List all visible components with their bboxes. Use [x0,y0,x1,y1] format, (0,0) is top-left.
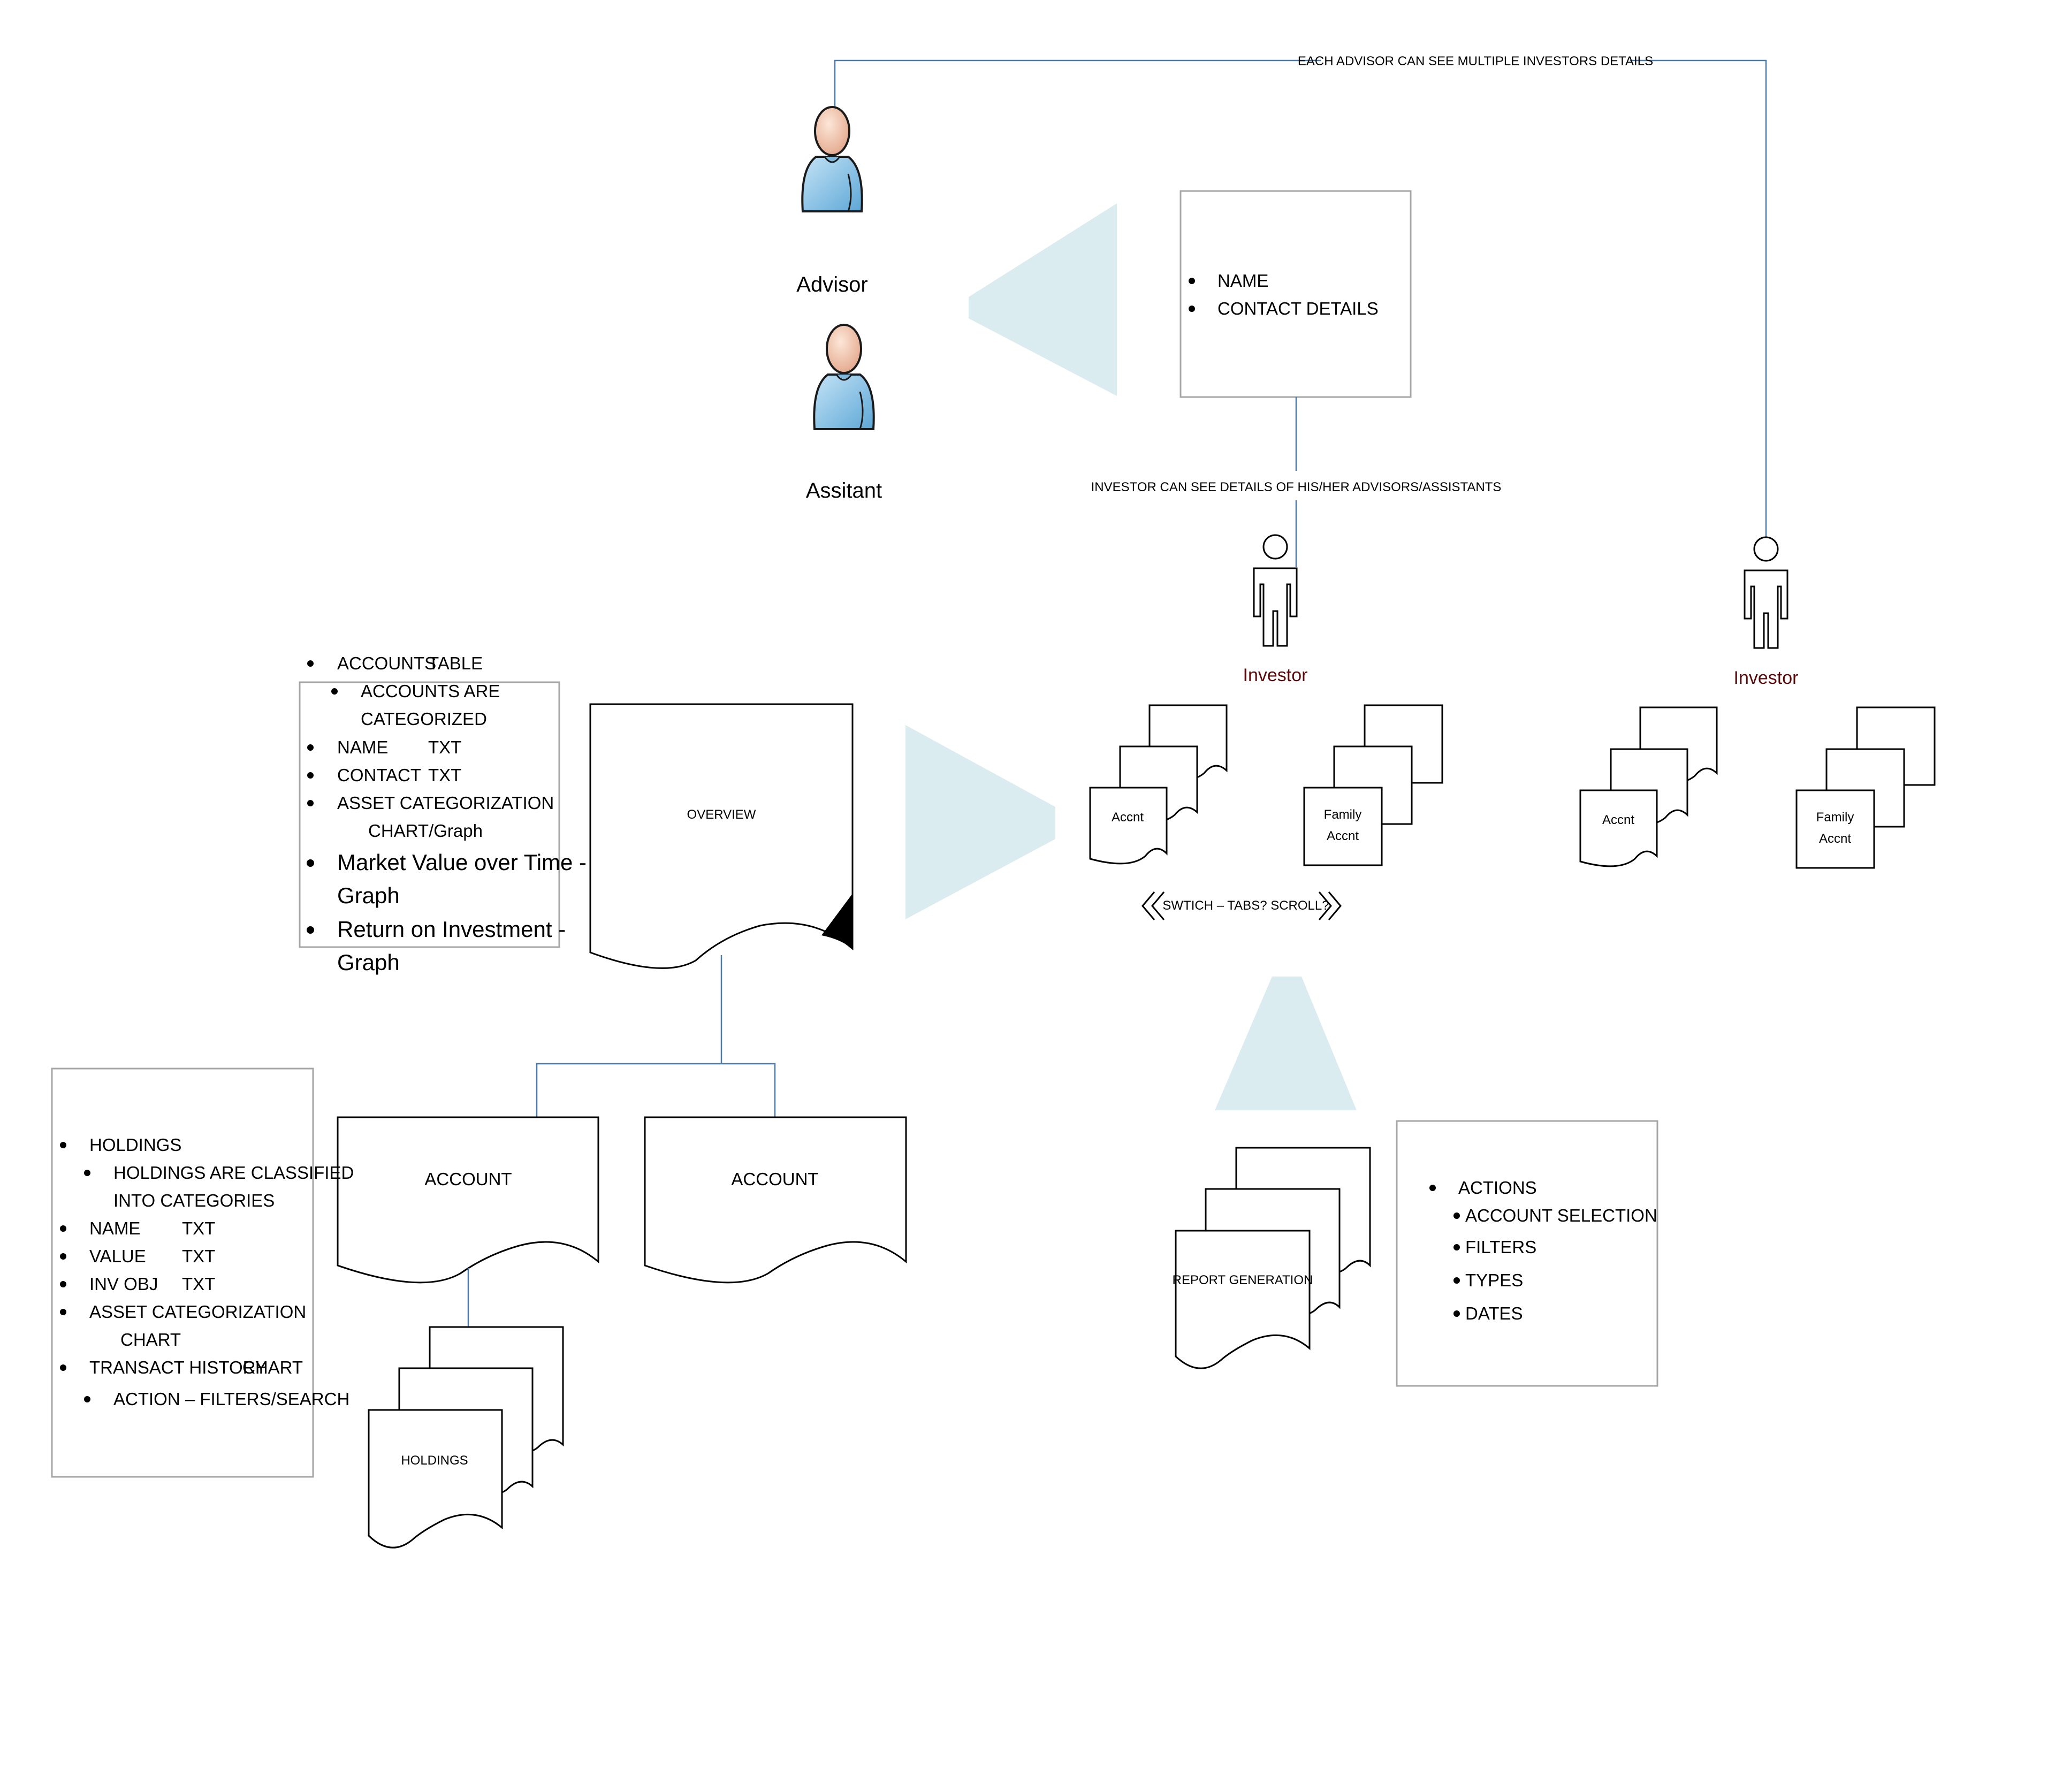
overview-item-contact-type: TXT [428,765,461,785]
overview-item-asset-categorization: ASSET CATEGORIZATION [337,793,554,813]
investor-stick-figure-icon [1744,536,1788,649]
holdings-item-inv-obj: INV OBJ [89,1274,158,1294]
investor-1-family-accnt-stack[interactable]: Family Accnt [1303,704,1443,866]
overview-item-contact: CONTACT [337,765,421,785]
family-label: Family [1324,807,1362,822]
holdings-item-transact-history: TRANSACT HISTORY [89,1358,267,1377]
overview-item-categorized-cont: CATEGORIZED [361,709,487,729]
advisor-label: Advisor [796,273,867,296]
contact-details-box [1179,190,1412,398]
overview-item-name: NAME [337,737,388,757]
holdings-item-transact-chart: CHART [242,1358,303,1377]
overview-item-accounts: ACCOUNTS [337,653,436,673]
overview-item-name-type: TXT [428,737,461,757]
bullet-icon [1189,306,1195,312]
holdings-item-action: ACTION – FILTERS/SEARCH [113,1389,349,1409]
switch-label: SWTICH – TABS? SCROLL? [1162,898,1329,913]
overview-document[interactable]: OVERVIEW [589,703,854,969]
actions-item-filters: FILTERS [1465,1237,1536,1257]
holdings-list-box [51,1067,314,1478]
holdings-list: HOLDINGS HOLDINGS ARE CLASSIFIED INTO CA… [60,1135,354,1409]
investor-stick-figure-icon [1253,534,1298,647]
investor-label: Investor [1243,665,1308,685]
investor-2-family-accnt-stack[interactable]: Family Accnt [1795,706,1936,869]
overview-label: OVERVIEW [687,807,756,822]
advisor-person-icon [801,106,863,212]
overview-item-roi-graph: Graph [337,950,400,975]
advisor-wedge [969,203,1117,396]
family-accnt-label: Accnt [1819,832,1851,846]
account-document-2[interactable]: ACCOUNT [644,1116,907,1284]
report-wedge [1215,977,1357,1110]
account-document-1[interactable]: ACCOUNT [337,1116,599,1284]
family-accnt-label: Accnt [1327,829,1359,843]
actions-item-dates: DATES [1465,1303,1523,1323]
investor-label: Investor [1734,668,1799,688]
holdings-document-stack[interactable]: HOLDINGS [368,1326,564,1549]
overview-item-accounts-type: TABLE [428,653,483,673]
contact-item-name: NAME [1217,271,1268,291]
holdings-item-asset-chart: CHART [120,1330,181,1349]
overview-item-market-value: Market Value over Time - [337,850,587,875]
investor-connector-label: INVESTOR CAN SEE DETAILS OF HIS/HER ADVI… [1091,480,1502,494]
investor-2-accnt-stack[interactable]: Accnt [1579,706,1718,867]
overview-list-box [299,681,560,948]
holdings-item-inv-obj-type: TXT [182,1274,215,1294]
holdings-item-name: NAME [89,1218,140,1238]
chevron-left-icon[interactable] [1141,891,1165,921]
advisor-investor-connector-right [1630,59,1767,539]
top-connector-label: EACH ADVISOR CAN SEE MULTIPLE INVESTORS … [1298,54,1653,68]
holdings-item-value: VALUE [89,1246,146,1266]
overview-item-categorized: ACCOUNTS ARE [361,681,500,701]
report-label: REPORT GENERATION [1173,1273,1313,1287]
holdings-item-holdings: HOLDINGS [89,1135,181,1155]
bullet-icon [1189,278,1195,284]
overview-list: ACCOUNTS TABLE ACCOUNTS ARE CATEGORIZED … [307,653,587,975]
overview-item-asset-chart: CHART/Graph [368,821,483,841]
actions-item-actions: ACTIONS [1458,1178,1537,1198]
holdings-item-classified: HOLDINGS ARE CLASSIFIED [113,1163,354,1183]
account-label: ACCOUNT [731,1169,818,1189]
account-label: ACCOUNT [424,1169,512,1189]
overview-accounts-connector [536,955,776,1117]
assistant-label: Assitant [806,479,882,502]
holdings-item-value-type: TXT [182,1246,215,1266]
accnt-label: Accnt [1112,810,1144,825]
holdings-label: HOLDINGS [401,1453,468,1468]
investor-1-accnt-stack[interactable]: Accnt [1089,704,1228,865]
advisor-investor-connector [834,59,1321,112]
accnt-label: Accnt [1602,813,1634,827]
contact-item-details: CONTACT DETAILS [1217,299,1379,318]
actions-item-account-selection: ACCOUNT SELECTION [1465,1206,1657,1225]
overview-wedge [905,725,1055,919]
actions-list: ACTIONS ACCOUNT SELECTION FILTERS TYPES … [1429,1178,1657,1323]
overview-item-roi: Return on Investment - [337,917,566,942]
family-label: Family [1816,810,1854,825]
actions-box [1396,1120,1658,1387]
holdings-item-name-type: TXT [182,1218,215,1238]
assistant-person-icon [813,324,875,430]
actions-item-types: TYPES [1465,1270,1523,1290]
report-generation-stack[interactable]: REPORT GENERATION [1173,1147,1371,1369]
overview-item-market-value-graph: Graph [337,883,400,908]
holdings-item-asset-categorization: ASSET CATEGORIZATION [89,1302,306,1322]
holdings-item-classified-cont: INTO CATEGORIES [113,1191,275,1210]
